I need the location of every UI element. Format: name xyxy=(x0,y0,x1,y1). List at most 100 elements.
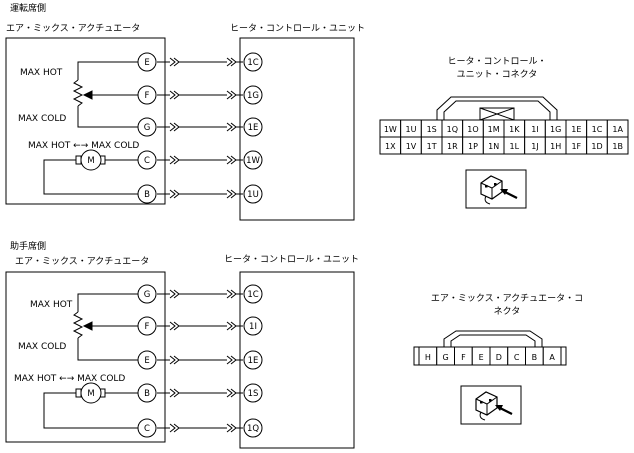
unit-connector-cell-label: 1K xyxy=(509,125,520,134)
unit-connector-cell-label: 1Q xyxy=(447,125,458,134)
driver-motor xyxy=(43,149,147,195)
passenger-actuator-pin xyxy=(137,350,157,370)
unit-connector-cell-label: 1F xyxy=(571,142,581,151)
actuator-connector-cell-label: H xyxy=(425,353,431,362)
driver-section: 運転席側 エア・ミックス・アクチュエータ ヒータ・コントロール・ユニット MAX… xyxy=(5,2,365,221)
passenger-actuator-pin xyxy=(137,418,157,438)
unit-connector-latch xyxy=(436,96,558,121)
unit-connector-cell-label: 1X xyxy=(385,142,396,151)
passenger-wire-row: F 1I xyxy=(137,316,263,336)
passenger-max-hot: MAX HOT xyxy=(30,300,73,310)
driver-motor-label: MAX HOT ←→ MAX COLD xyxy=(28,141,139,151)
driver-actuator-pin xyxy=(137,117,157,137)
driver-actuator-pin xyxy=(137,150,157,170)
driver-unit-pin-label: 1G xyxy=(247,91,259,101)
unit-connector-cell-label: 1P xyxy=(468,142,478,151)
driver-actuator-pin-label: B xyxy=(144,190,150,200)
passenger-actuator-pin-label: E xyxy=(144,356,149,366)
passenger-wire-row: E 1E xyxy=(137,350,263,370)
passenger-actuator-pin-label: F xyxy=(145,322,150,332)
unit-connector-cell-label: 1R xyxy=(447,142,458,151)
passenger-wire-row: G 1C xyxy=(137,284,263,304)
connector-view-icon xyxy=(460,385,522,425)
driver-wire-row: C 1W xyxy=(137,150,263,170)
driver-unit-pin-label: 1C xyxy=(247,58,258,68)
actuator-connector-cell-label: C xyxy=(514,353,520,362)
unit-connector-cell-label: 1L xyxy=(510,142,520,151)
actuator-connector-cell-label: B xyxy=(532,353,538,362)
passenger-potentiometer xyxy=(72,293,147,361)
unit-connector-cell-label: 1W xyxy=(384,125,397,134)
unit-connector-cell-label: 1T xyxy=(427,142,437,151)
passenger-unit-pin-label: 1C xyxy=(247,290,258,300)
unit-connector-cell-label: 1D xyxy=(591,142,602,151)
passenger-unit-title: ヒータ・コントロール・ユニット xyxy=(224,254,359,265)
passenger-unit-pin-label: 1Q xyxy=(247,424,259,434)
passenger-actuator-box xyxy=(5,271,166,443)
driver-unit-pin-label: 1W xyxy=(246,156,260,166)
driver-actuator-pin xyxy=(137,52,157,72)
passenger-unit-pin xyxy=(243,383,263,403)
passenger-section: 助手席側 エア・ミックス・アクチュエータ ヒータ・コントロール・ユニット MAX… xyxy=(5,240,359,449)
driver-unit-pin xyxy=(243,52,263,72)
driver-motor-symbol: M xyxy=(87,156,94,166)
driver-unit-box xyxy=(239,37,355,221)
unit-connector-cell-label: 1J xyxy=(531,142,538,151)
passenger-motor-symbol: M xyxy=(87,389,94,399)
unit-connector-cell-label: 1B xyxy=(612,142,623,151)
unit-connector-cell-label: 1G xyxy=(550,125,561,134)
unit-connector-cell-label: 1H xyxy=(550,142,561,151)
unit-connector-cell-label: 1N xyxy=(488,142,499,151)
driver-wire-row: F 1G xyxy=(137,85,263,105)
passenger-actuator-pin xyxy=(137,316,157,336)
driver-heading: 運転席側 xyxy=(10,2,46,14)
unit-connector-cell-label: 1O xyxy=(467,125,478,134)
passenger-unit-pin-label: 1E xyxy=(248,356,259,366)
driver-unit-pin xyxy=(243,184,263,204)
unit-connector: ヒータ・コントロール・ ユニット・コネクタ 1W 1U 1S 1Q 1O 1M 1K 1I 1G… xyxy=(379,56,629,209)
unit-connector-cell-label: 1I xyxy=(531,125,538,134)
driver-unit-title: ヒータ・コントロール・ユニット xyxy=(230,23,365,34)
passenger-unit-pin xyxy=(243,418,263,438)
passenger-actuator-pin-label: G xyxy=(144,290,151,300)
driver-actuator-pin-label: F xyxy=(145,91,150,101)
driver-actuator-pin-label: E xyxy=(144,58,149,68)
passenger-actuator-pin xyxy=(137,284,157,304)
driver-unit-pin-label: 1E xyxy=(248,123,259,133)
unit-connector-title-1: ヒータ・コントロール・ xyxy=(447,56,546,67)
actuator-connector-title-2: ネクタ xyxy=(494,306,521,317)
connector-view-icon xyxy=(465,169,527,209)
actuator-connector-cell-label: F xyxy=(461,353,466,362)
unit-connector-cell-label: 1A xyxy=(612,125,623,134)
driver-wire-row: B 1U xyxy=(137,184,263,204)
driver-wire-row: E 1C xyxy=(137,52,263,72)
passenger-unit-pin-label: 1I xyxy=(249,322,257,332)
driver-unit-pin xyxy=(243,150,263,170)
actuator-connector-latch xyxy=(443,330,543,347)
unit-connector-cell-label: 1S xyxy=(427,125,437,134)
driver-max-hot: MAX HOT xyxy=(20,68,63,78)
actuator-connector-cell-label: A xyxy=(549,353,555,362)
unit-connector-cell-label: 1U xyxy=(406,125,417,134)
unit-connector-title-2: ユニット・コネクタ xyxy=(457,69,538,80)
passenger-actuator-pin xyxy=(137,383,157,403)
passenger-actuator-title: エア・ミックス・アクチュエータ xyxy=(15,256,149,267)
unit-connector-cell-label: 1E xyxy=(571,125,581,134)
unit-connector-cell-label: 1M xyxy=(488,125,500,134)
actuator-connector-cell-label: G xyxy=(443,353,449,362)
actuator-connector-cell-label: D xyxy=(496,353,502,362)
driver-unit-pin-label: 1U xyxy=(247,190,259,200)
driver-actuator-pin xyxy=(137,184,157,204)
driver-actuator-pin-label: C xyxy=(144,156,150,166)
passenger-unit-pin xyxy=(243,284,263,304)
driver-actuator-pin xyxy=(137,85,157,105)
actuator-connector-title-1: エア・ミックス・アクチュエータ・コ xyxy=(431,293,583,304)
passenger-unit-pin xyxy=(243,316,263,336)
